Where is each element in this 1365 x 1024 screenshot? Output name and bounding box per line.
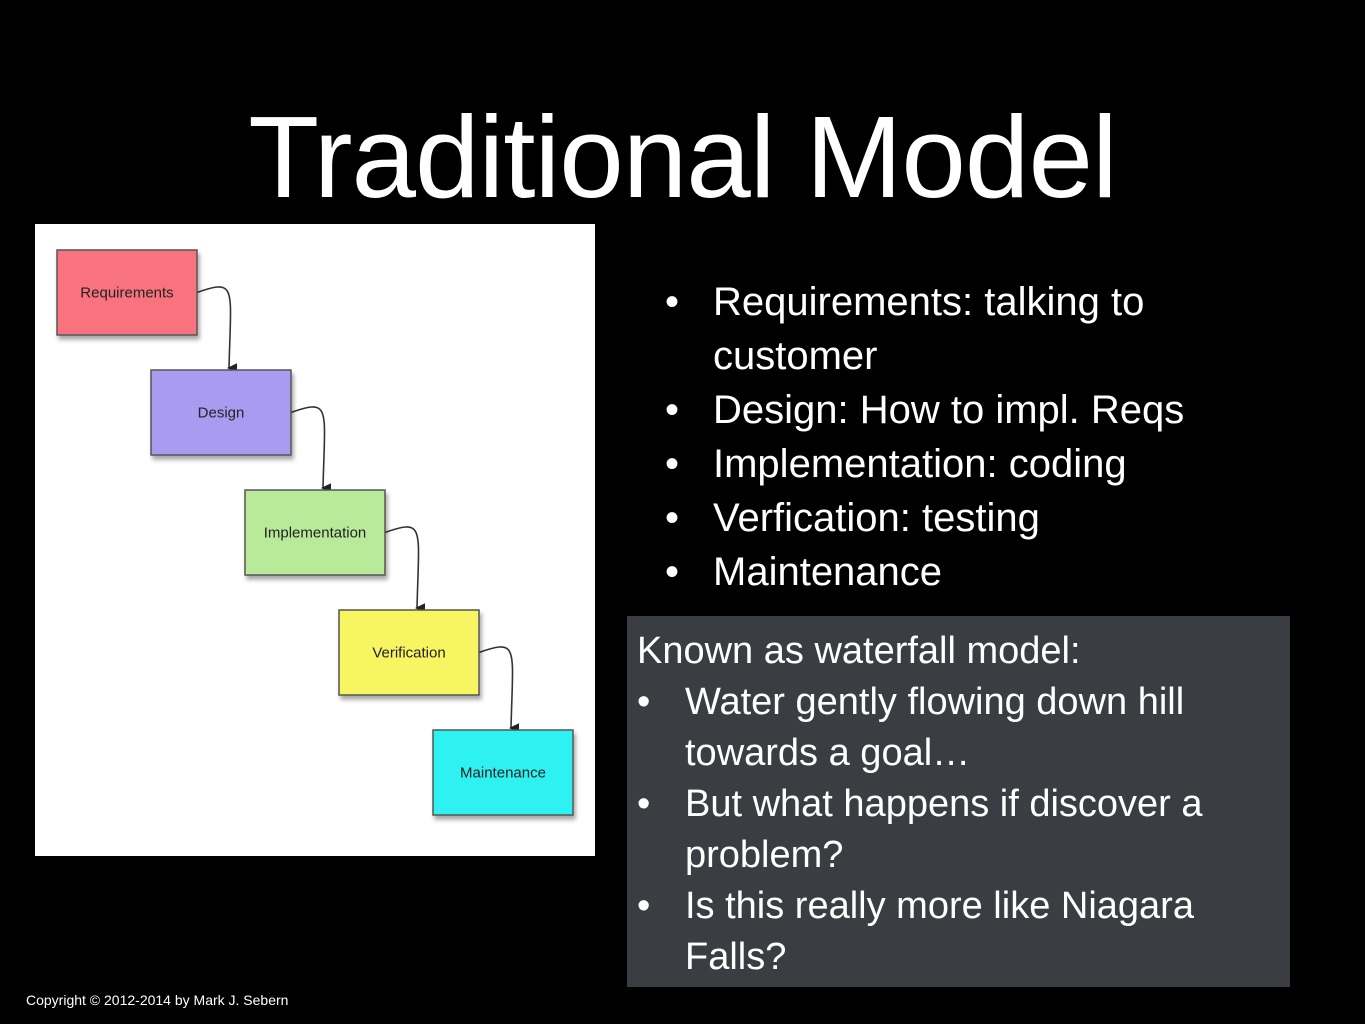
bullet-marker: • xyxy=(665,280,680,324)
bullet-item-verification: • Verfication: testing xyxy=(665,491,1305,545)
note-item: • Is this really more like Niagara Falls? xyxy=(637,881,1280,983)
flow-arrow xyxy=(384,526,426,614)
bullet-marker: • xyxy=(665,442,680,486)
stage-label: Implementation xyxy=(264,525,367,542)
bullet-text: Implementation: coding xyxy=(713,442,1127,486)
stage-label: Maintenance xyxy=(460,765,546,782)
bullet-item-design: • Design: How to impl. Reqs xyxy=(665,383,1305,437)
note-item: • But what happens if discover a problem? xyxy=(637,779,1280,881)
bullet-marker: • xyxy=(665,496,680,540)
copyright-notice: Copyright © 2012-2014 by Mark J. Sebern xyxy=(26,992,289,1008)
bullet-item-requirements: • Requirements: talking to customer xyxy=(665,275,1305,383)
note-item-text: But what happens if discover a problem? xyxy=(685,783,1203,876)
stage-boxes: RequirementsDesignImplementationVerifica… xyxy=(56,249,574,816)
bullet-marker: • xyxy=(637,783,651,825)
stage-label: Design xyxy=(198,405,245,422)
note-item-text: Water gently flowing down hill towards a… xyxy=(685,681,1185,774)
note-heading: Known as waterfall model: xyxy=(637,630,1081,672)
bullet-marker: • xyxy=(637,681,651,723)
bullet-marker: • xyxy=(665,388,680,432)
bullet-text: Maintenance xyxy=(713,550,943,594)
stage-rect xyxy=(338,609,480,696)
waterfall-note-box: Known as waterfall model: • Water gently … xyxy=(627,616,1290,987)
stage-label: Requirements xyxy=(80,285,173,302)
stage-box-implementation: Implementation xyxy=(244,489,386,576)
bullet-text: Design: How to impl. Reqs xyxy=(713,388,1185,432)
bullet-marker: • xyxy=(637,885,651,927)
stage-label: Verification xyxy=(372,645,445,662)
waterfall-diagram-svg: RequirementsDesignImplementationVerifica… xyxy=(56,249,574,816)
bullet-marker: • xyxy=(665,550,680,594)
stage-arrows xyxy=(196,286,520,734)
bullet-item-implementation: • Implementation: coding xyxy=(665,437,1305,491)
flow-arrow xyxy=(196,286,238,374)
flow-arrow xyxy=(290,406,332,494)
note-list: • Water gently flowing down hill towards … xyxy=(637,677,1280,983)
stage-rect xyxy=(432,729,574,816)
bullet-text: Verfication: testing xyxy=(713,496,1040,540)
stage-rect xyxy=(56,249,198,336)
note-item-text: Is this really more like Niagara Falls? xyxy=(685,885,1194,978)
bullet-text: Requirements: talking to customer xyxy=(713,280,1145,378)
stage-bullet-list: • Requirements: talking to customer • Desi… xyxy=(665,275,1305,599)
stage-box-requirements: Requirements xyxy=(56,249,198,336)
flow-arrow xyxy=(478,646,520,734)
bullet-item-maintenance: • Maintenance xyxy=(665,545,1305,599)
stage-box-maintenance: Maintenance xyxy=(432,729,574,816)
stage-rect xyxy=(244,489,386,576)
stage-box-verification: Verification xyxy=(338,609,480,696)
stage-box-design: Design xyxy=(150,369,292,456)
note-item: • Water gently flowing down hill towards … xyxy=(637,677,1280,779)
slide-title: Traditional Model xyxy=(248,92,1117,222)
stage-rect xyxy=(150,369,292,456)
